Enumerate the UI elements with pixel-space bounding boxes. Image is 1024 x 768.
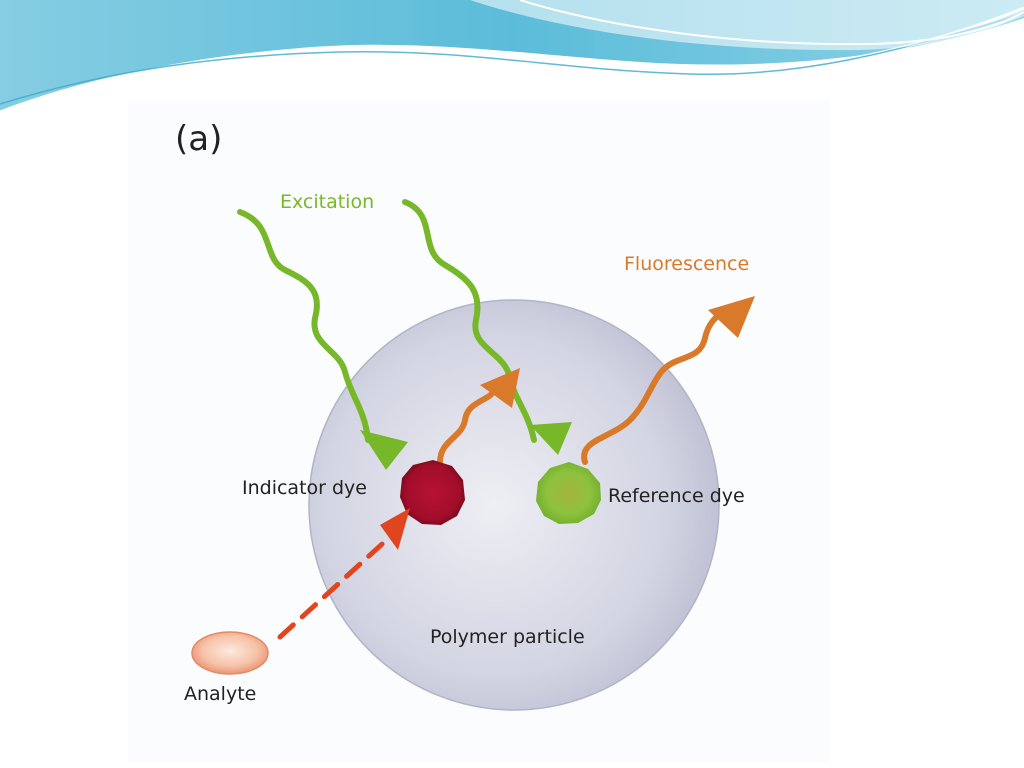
header-wave-decoration (0, 0, 1024, 114)
excitation-arrowhead-2 (530, 422, 572, 455)
panel-label: (a) (175, 119, 222, 159)
excitation-arrow-1 (237, 209, 371, 443)
indicator-dye-label: Indicator dye (242, 477, 367, 499)
indicator-dye (400, 460, 465, 525)
analyte-arrow (277, 532, 395, 640)
fluorescence-arrowhead-reference (708, 296, 755, 338)
fluorescence-label: Fluorescence (624, 253, 749, 275)
reference-dye-label: Reference dye (608, 485, 745, 507)
fluorescence-arrow-reference (581, 309, 725, 465)
analyte-label: Analyte (184, 683, 256, 705)
analyte-arrowhead (380, 508, 410, 550)
polymer-particle (308, 299, 720, 711)
fluorescence-arrow-indicator (437, 385, 499, 465)
excitation-arrowhead-1 (360, 430, 408, 470)
analyte-shape (191, 631, 269, 675)
excitation-label: Excitation (280, 191, 374, 213)
reference-dye (536, 462, 601, 524)
fluorescence-arrowhead-indicator (480, 368, 520, 408)
polymer-particle-label: Polymer particle (430, 626, 585, 648)
